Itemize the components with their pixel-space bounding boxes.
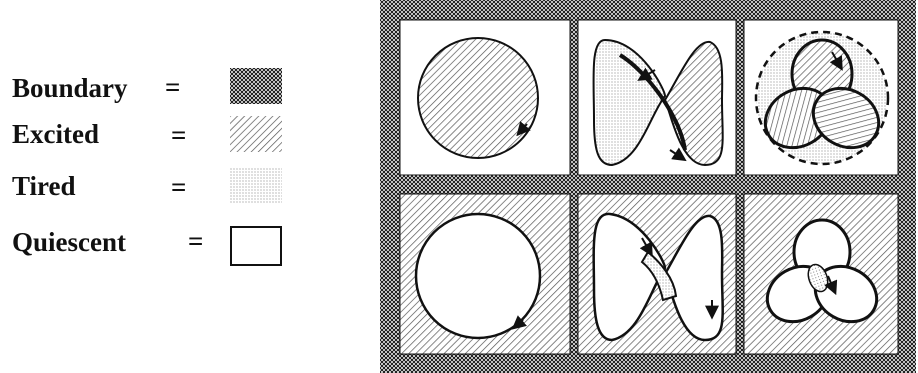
legend-label-excited: Excited xyxy=(12,119,99,150)
legend-equals-tired: = xyxy=(171,172,186,203)
legend-label-boundary: Boundary xyxy=(12,73,128,104)
panel-r1-c3 xyxy=(744,20,898,175)
panel-r2-c1 xyxy=(400,194,570,354)
legend-label-tired: Tired xyxy=(12,171,76,202)
legend-equals-boundary: = xyxy=(165,72,180,103)
legend-row-tired: Tired xyxy=(12,166,76,206)
panel-r1-c1 xyxy=(400,20,570,175)
blank-swatch-icon xyxy=(230,226,282,266)
circle-arrow-icon xyxy=(418,38,538,158)
legend-label-quiescent: Quiescent xyxy=(12,227,126,258)
knot-panel-grid xyxy=(380,0,916,373)
legend-equals-excited: = xyxy=(171,120,186,151)
circle-arrow-icon xyxy=(416,214,540,338)
legend-row-excited: Excited xyxy=(12,114,99,154)
legend: Boundary = Excited = Tired = xyxy=(0,0,360,373)
legend-row-quiescent: Quiescent xyxy=(12,222,126,262)
stipple-swatch-icon xyxy=(230,168,282,204)
panel-r1-c2 xyxy=(578,20,736,175)
legend-equals-quiescent: = xyxy=(188,226,203,257)
panel-r2-c2 xyxy=(578,194,736,354)
legend-row-boundary: Boundary xyxy=(12,68,128,108)
panel-r2-c3 xyxy=(744,194,898,354)
diagonal-hatch-swatch-icon xyxy=(230,116,282,152)
crosshatch-swatch-icon xyxy=(230,68,282,104)
